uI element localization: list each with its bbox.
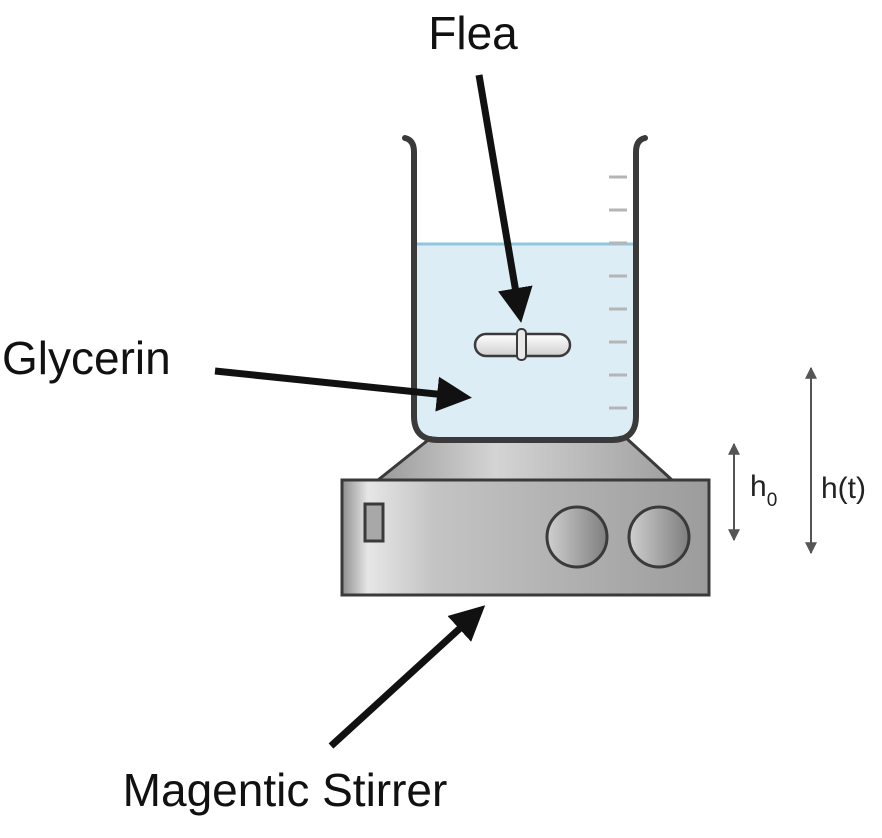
flea-label: Flea — [428, 7, 518, 59]
beaker — [402, 135, 648, 443]
beaker-graduations — [609, 175, 627, 410]
h0-subscript: 0 — [767, 490, 778, 511]
stirrer-indicator-slot — [363, 502, 385, 543]
h0-label: h0 — [750, 470, 777, 511]
stirrer-pointer-arrow — [328, 605, 486, 749]
heat-knob — [627, 505, 691, 569]
flea-center-band — [516, 328, 527, 361]
speed-knob — [545, 505, 609, 569]
ht-label: h(t) — [821, 472, 866, 505]
stirrer-top-plate — [373, 435, 676, 482]
flea-pointer-arrow — [475, 74, 533, 323]
h0-base: h — [750, 470, 767, 503]
stirrer-label: Magentic Stirrer — [123, 764, 448, 816]
glycerin-label: Glycerin — [2, 332, 171, 384]
glycerin-pointer-arrow — [214, 367, 472, 412]
